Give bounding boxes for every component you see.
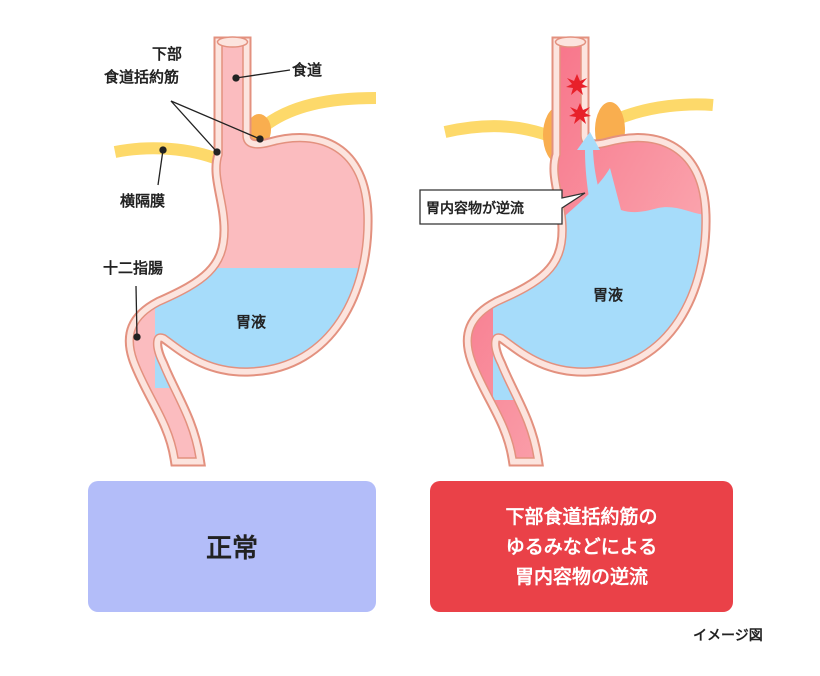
esophagus-opening xyxy=(216,36,249,48)
callout-box: 胃内容物が逆流 xyxy=(419,189,586,225)
reflux-arrow xyxy=(577,132,605,212)
reflux-caption-box: 下部食道括約筋の ゆるみなどによる 胃内容物の逆流 xyxy=(430,481,733,612)
normal-caption: 正常 xyxy=(205,534,258,564)
reflux-caption-line: ゆるみなどによる xyxy=(505,535,658,558)
label-les-line1: 下部 xyxy=(152,45,182,63)
normal-caption-box: 正常 xyxy=(88,481,376,612)
reflux-stomach-illustration: 胃内容物が逆流 胃液 xyxy=(419,36,714,458)
label-duodenum: 十二指腸 xyxy=(103,259,163,277)
diaphragm-right xyxy=(612,98,714,126)
diaphragm-left xyxy=(113,142,223,166)
diaphragm-left xyxy=(443,120,563,146)
label-reflux-callout: 胃内容物が逆流 xyxy=(426,200,524,217)
label-esophagus: 食道 xyxy=(292,61,322,79)
label-gastric-juice: 胃液 xyxy=(236,313,267,331)
label-diaphragm: 横隔膜 xyxy=(120,192,165,210)
reflux-caption-line: 胃内容物の逆流 xyxy=(514,565,648,588)
label-gastric-juice: 胃液 xyxy=(593,286,624,304)
diaphragm-right xyxy=(258,92,377,133)
sphincter-right xyxy=(247,114,271,146)
image-note: イメージ図 xyxy=(693,628,763,644)
label-les-line2: 食道括約筋 xyxy=(104,68,179,86)
normal-stomach-illustration: 下部 食道括約筋 食道 横隔膜 十二指腸 胃液 xyxy=(103,36,377,458)
reflux-caption-line: 下部食道括約筋の xyxy=(505,505,658,528)
